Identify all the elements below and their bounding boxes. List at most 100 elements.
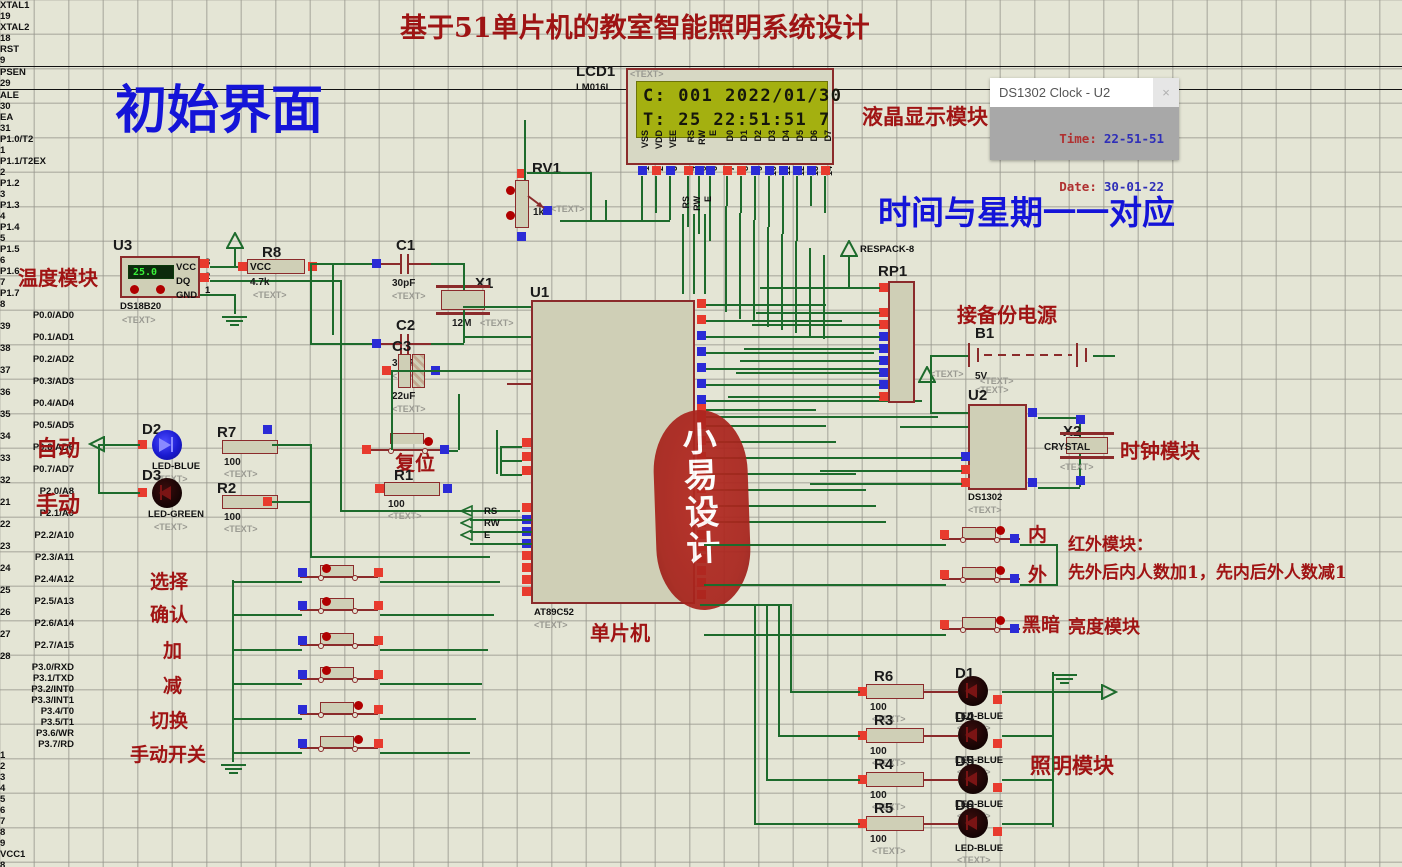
button-label-1: 确认 xyxy=(150,604,189,626)
lcd-pad-5 xyxy=(695,166,704,175)
wire-lighting-rail xyxy=(1052,672,1054,827)
lighting-led-0[interactable] xyxy=(958,676,988,706)
u3-pin-dq: DQ xyxy=(176,276,191,287)
reset-switch-actuator[interactable] xyxy=(424,437,433,446)
u1-pinnum-36: 36 xyxy=(0,387,11,398)
u1-pin-p2-3-a11: P2.3/A11 xyxy=(34,552,74,563)
push-button-actuator-0[interactable] xyxy=(322,564,331,573)
push-button-actuator-5[interactable] xyxy=(354,735,363,744)
lcd-pad-12 xyxy=(793,166,802,175)
ir-switch-actuator-2[interactable] xyxy=(996,616,1005,625)
d3-pad xyxy=(138,488,147,497)
push-button-cap-2[interactable] xyxy=(320,633,354,644)
push-button-cap-1[interactable] xyxy=(320,598,354,609)
push-button-actuator-2[interactable] xyxy=(322,632,331,641)
rv1-body[interactable] xyxy=(515,180,529,228)
b1-body[interactable] xyxy=(968,343,1093,367)
x2-pad-bottom xyxy=(1076,476,1085,485)
lcd-pad-3 xyxy=(666,166,675,175)
wire-u1-35 xyxy=(706,368,890,370)
lighting-res-body-2[interactable] xyxy=(866,772,924,787)
led-triangle-0 xyxy=(965,684,977,698)
bus-arrow-rw xyxy=(460,517,473,530)
u1-pinnum-4: 4 xyxy=(0,211,6,222)
wire-seg-43 xyxy=(496,430,498,474)
wire-ir-out-h xyxy=(1020,584,1058,586)
c1-lead-right xyxy=(409,263,431,265)
ir-switch-actuator-1[interactable] xyxy=(996,566,1005,575)
x2-body[interactable] xyxy=(1066,437,1108,454)
push-button-cap-5[interactable] xyxy=(320,736,354,747)
r1-body[interactable] xyxy=(384,482,440,496)
close-icon[interactable]: × xyxy=(1153,78,1179,107)
wire-lcd-pin-7 xyxy=(726,176,728,206)
annotation-backup-power: 接备份电源 xyxy=(957,303,1057,327)
reset-switch-pad-right xyxy=(440,445,449,454)
u2-body[interactable] xyxy=(968,404,1027,490)
lighting-res-body-0[interactable] xyxy=(866,684,924,699)
wire-b1-neg xyxy=(930,355,968,357)
rp1-body[interactable] xyxy=(888,281,915,403)
ds1302-date-key: Date: xyxy=(1059,179,1097,194)
u1-pin-xtal1: XTAL1 xyxy=(0,0,30,11)
r7-body[interactable] xyxy=(222,440,278,454)
d3-led[interactable] xyxy=(152,478,182,508)
ir-switch-actuator-0[interactable] xyxy=(996,526,1005,535)
push-button-cap-4[interactable] xyxy=(320,702,354,713)
ds1302-popup-titlebar[interactable]: DS1302 Clock - U2 × xyxy=(990,78,1179,107)
u2-ref: U2 xyxy=(968,387,988,404)
wire-u1-36 xyxy=(706,352,874,354)
wire-seg-40 xyxy=(500,460,522,462)
u1-pad-8 xyxy=(522,587,531,596)
u1-pinnum-35: 35 xyxy=(0,409,11,420)
push-button-actuator-4[interactable] xyxy=(354,701,363,710)
ir-switch-cap-2[interactable] xyxy=(962,617,996,628)
push-button-cap-3[interactable] xyxy=(320,667,354,678)
push-button-cap-0[interactable] xyxy=(320,565,354,576)
d3-device: LED-GREEN xyxy=(148,509,204,520)
reset-switch-cap[interactable] xyxy=(390,433,424,444)
lighting-led-1[interactable] xyxy=(958,720,988,750)
lighting-res-body-3[interactable] xyxy=(866,816,924,831)
annotation-mcu: 单片机 xyxy=(590,621,650,645)
wire-lighting-in-1 xyxy=(778,735,860,737)
lcd-pin-name-vdd: VDD xyxy=(654,130,664,150)
led-triangle-1 xyxy=(965,728,977,742)
ir-switch-cap-0[interactable] xyxy=(962,527,996,538)
u1-pinnum-33: 33 xyxy=(0,453,11,464)
u1-pinnum-18: 18 xyxy=(0,33,11,44)
wire-lighting-in-2 xyxy=(766,779,860,781)
u1-pinnum-28: 28 xyxy=(0,651,11,662)
rv1-dot-1 xyxy=(506,186,515,195)
u3-pin-vcc: VCC xyxy=(176,262,197,273)
r8-body[interactable] xyxy=(247,259,305,274)
lighting-res-body-1[interactable] xyxy=(866,728,924,743)
lighting-led-3[interactable] xyxy=(958,808,988,838)
d2-led[interactable] xyxy=(152,430,182,460)
u2-pinnum-8: 8 xyxy=(0,860,6,867)
lighting-led-2[interactable] xyxy=(958,764,988,794)
lighting-led-pad-3 xyxy=(993,827,1002,836)
lcd-display[interactable]: <TEXT> C: 001 2022/01/30 T: 25 22:51:51 … xyxy=(626,68,841,165)
wire-d23-join xyxy=(98,444,100,492)
lcd-pad-8 xyxy=(737,166,746,175)
x2-plate-top xyxy=(1060,432,1114,435)
x1-body[interactable] xyxy=(441,290,485,310)
rp1-pad-6 xyxy=(879,356,888,365)
push-button-term-left-1 xyxy=(318,608,324,614)
push-button-actuator-3[interactable] xyxy=(322,666,331,675)
wire-u1-38 xyxy=(706,320,842,322)
ir-switch-cap-1[interactable] xyxy=(962,567,996,578)
r2-pad-right xyxy=(263,497,272,506)
bus-arrow-e xyxy=(460,529,473,542)
rv1-dot-2 xyxy=(506,211,515,220)
ds1302-clock-popup[interactable]: DS1302 Clock - U2 × Time:22-51-51 Date:3… xyxy=(990,78,1179,194)
u1-pad-39 xyxy=(697,299,706,308)
push-button-actuator-1[interactable] xyxy=(322,597,331,606)
c2-lead-right xyxy=(409,343,431,345)
wire-lcd-pin-6 xyxy=(709,176,711,241)
annotation-brightness-module: 亮度模块 xyxy=(1068,617,1140,638)
rp1-pad-4 xyxy=(879,332,888,341)
wire-u3-dq xyxy=(210,280,340,282)
